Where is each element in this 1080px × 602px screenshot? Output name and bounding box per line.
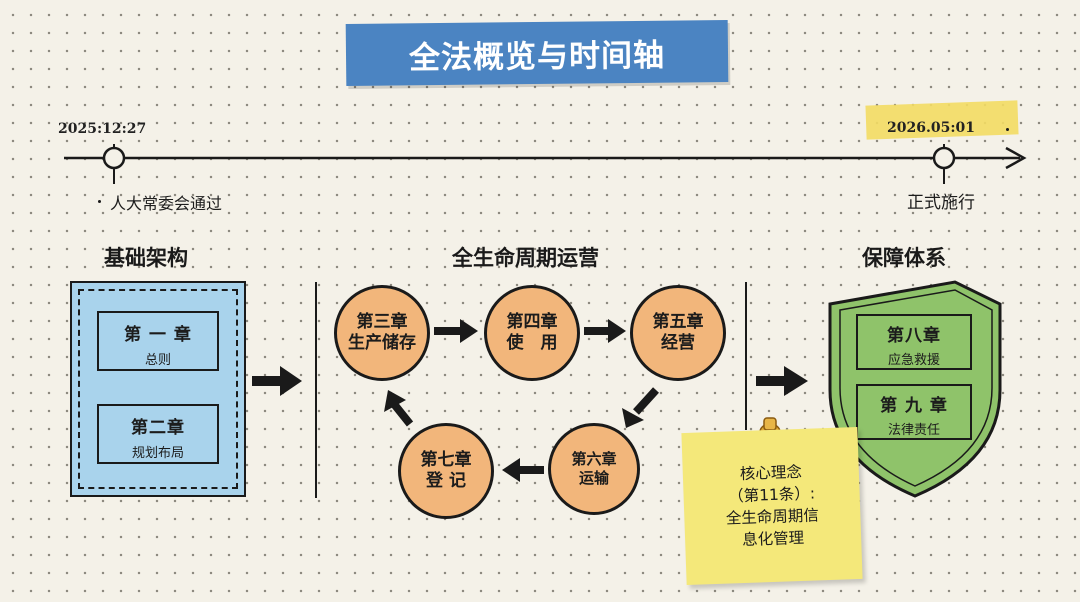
chapter-label: 第 九 章 bbox=[880, 396, 948, 416]
step-title: 生产储存 bbox=[348, 333, 416, 353]
end-date: 2026.05:01 bbox=[887, 120, 975, 136]
step-chapter: 第五章 bbox=[652, 311, 704, 332]
arrow-lifecycle-to-safeguard bbox=[756, 366, 808, 396]
lifecycle-step-ch7: 第七章 登 记 bbox=[398, 423, 494, 519]
end-date-tick bbox=[1006, 128, 1009, 131]
lifecycle-step-ch3: 第三章 生产储存 bbox=[334, 285, 430, 381]
chapter-label: 第八章 bbox=[887, 326, 941, 346]
step-chapter: 第三章 bbox=[356, 311, 408, 332]
chapter-subtitle: 规划布局 bbox=[131, 446, 184, 461]
lifecycle-step-ch4: 第四章 使 用 bbox=[484, 285, 580, 381]
shield-inner-outline bbox=[839, 289, 993, 487]
step-chapter: 第六章 bbox=[571, 450, 617, 469]
chapter-card-1: 第 一 章 总则 bbox=[97, 311, 219, 371]
chapter-card-2: 第二章 规划布局 bbox=[97, 404, 219, 464]
section-title-safeguard: 保障体系 bbox=[862, 246, 946, 270]
arrow-ch4-to-ch5 bbox=[584, 319, 626, 343]
start-event: 人大常委会通过 bbox=[110, 194, 223, 213]
step-title: 使 用 bbox=[506, 333, 558, 353]
step-title: 登 记 bbox=[426, 471, 466, 491]
chapter-label: 第 一 章 bbox=[124, 325, 192, 345]
chapter-card-9: 第 九 章 法律责任 bbox=[856, 384, 972, 440]
core-concept-note: 核心理念 （第11条）: 全生命周期信 息化管理 bbox=[681, 426, 863, 586]
arrow-ch3-to-ch4 bbox=[434, 319, 478, 343]
step-title: 经营 bbox=[661, 333, 695, 353]
step-chapter: 第七章 bbox=[420, 449, 472, 470]
end-marker bbox=[932, 146, 956, 170]
chapter-subtitle: 总则 bbox=[144, 353, 171, 368]
arrow-ch5-to-ch6 bbox=[622, 387, 659, 428]
note-line: 息化管理 bbox=[741, 528, 805, 550]
chapter-label: 第二章 bbox=[131, 418, 185, 438]
foundation-panel: 第 一 章 总则 第二章 规划布局 bbox=[70, 281, 246, 497]
chapter-subtitle: 应急救援 bbox=[887, 353, 940, 368]
note-line: 核心理念 bbox=[739, 462, 803, 484]
lifecycle-step-ch5: 第五章 经营 bbox=[630, 285, 726, 381]
chapter-subtitle: 法律责任 bbox=[887, 423, 940, 438]
arrow-ch6-to-ch7 bbox=[502, 458, 544, 482]
timeline-arrowhead bbox=[1005, 146, 1027, 170]
end-event: 正式施行 bbox=[907, 193, 975, 213]
step-chapter: 第四章 bbox=[506, 311, 558, 332]
start-date: 2025:12:27 bbox=[58, 121, 147, 137]
section-title-lifecycle: 全生命周期运营 bbox=[452, 246, 599, 270]
chapter-card-8: 第八章 应急救援 bbox=[856, 314, 972, 370]
section-title-foundation: 基础架构 bbox=[104, 246, 188, 270]
step-title: 运输 bbox=[578, 469, 609, 487]
arrow-foundation-to-lifecycle bbox=[252, 366, 302, 396]
foundation-dashed-border bbox=[78, 289, 238, 489]
note-line: （第11条）: bbox=[727, 484, 816, 506]
note-line: 全生命周期信 bbox=[725, 506, 820, 528]
start-marker bbox=[102, 146, 126, 170]
arrow-ch7-to-ch3 bbox=[384, 390, 414, 427]
start-event-bullet bbox=[98, 200, 101, 203]
lifecycle-step-ch6: 第六章 运输 bbox=[548, 423, 640, 515]
